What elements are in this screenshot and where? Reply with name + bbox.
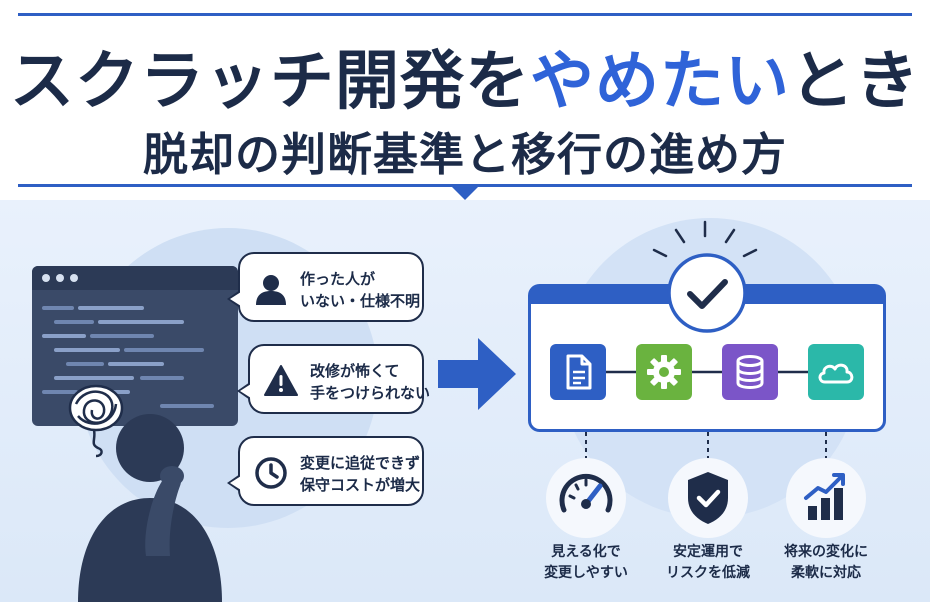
benefit-circle-3 [786, 458, 866, 538]
cloud-node [808, 344, 864, 400]
cloud-icon [818, 363, 854, 384]
benefit-3-line-2: 柔軟に対応 [791, 565, 861, 581]
benefit-caption-1: 見える化で 変更しやすい [516, 542, 656, 584]
benefit-2-line-2: リスクを低減 [666, 565, 750, 581]
bubble-tail-inner [230, 476, 241, 490]
benefit-caption-2: 安定運用で リスクを低減 [638, 542, 778, 584]
benefit-3-line-1: 将来の変化に [784, 544, 868, 560]
sub-title: 脱却の判断基準と移行の進め方 [142, 128, 787, 181]
problem-3-line-1: 変更に追従できず [300, 454, 421, 472]
gauge-icon [559, 473, 613, 513]
illustration-area: 作った人が いない・仕様不明 改修が怖くて 手をつけられない 変更に追従できず … [0, 200, 930, 602]
confused-person-illustration [68, 384, 222, 602]
benefit-2-line-1: 安定運用で [673, 544, 743, 560]
warning-icon [264, 365, 298, 396]
title-header: スクラッチ開発をやめたいとき 脱却の判断基準と移行の進め方 [0, 0, 930, 200]
bubble-tail-inner [240, 384, 251, 398]
shield-check-icon [688, 472, 728, 524]
bubble-tail-inner [230, 292, 241, 306]
problem-1-line-1: 作った人が [300, 270, 376, 288]
dashed-connectors [585, 432, 827, 462]
burst-rays [652, 220, 758, 258]
document-node [550, 344, 606, 400]
benefit-1-line-1: 見える化で [551, 544, 621, 560]
document-icon [566, 354, 592, 390]
arrow-right-icon [438, 338, 516, 410]
problem-2-line-1: 改修が怖くて [310, 362, 400, 380]
person-icon [256, 275, 286, 305]
main-title-accent: やめたい [530, 45, 790, 119]
main-title-part3: とき [790, 45, 920, 119]
check-badge-icon [667, 253, 747, 333]
header-notch [451, 186, 479, 200]
gear-icon [647, 355, 681, 389]
database-node [722, 344, 778, 400]
benefit-caption-3: 将来の変化に 柔軟に対応 [756, 542, 896, 584]
header-top-rule [18, 13, 912, 16]
clock-icon [255, 457, 287, 489]
problem-bubble-person: 作った人が いない・仕様不明 [227, 252, 424, 322]
problem-text-2: 改修が怖くて 手をつけられない [310, 360, 430, 404]
header-bottom-rule [18, 184, 912, 187]
problem-text-3: 変更に追従できず 保守コストが増大 [300, 452, 420, 496]
problem-bubble-clock: 変更に追従できず 保守コストが増大 [227, 436, 424, 506]
problem-bubble-warning: 改修が怖くて 手をつけられない [237, 344, 430, 414]
problem-1-line-2: いない・仕様不明 [300, 292, 421, 310]
benefit-circle-2 [668, 458, 748, 538]
problem-2-line-2: 手をつけられない [310, 384, 431, 402]
main-title: スクラッチ開発をやめたいとき [0, 30, 930, 122]
gear-node [636, 344, 692, 400]
code-window [32, 266, 238, 426]
benefit-1-line-2: 変更しやすい [544, 565, 628, 581]
problem-3-line-2: 保守コストが増大 [300, 476, 421, 494]
database-icon [736, 355, 764, 389]
growth-chart-icon [804, 473, 845, 520]
problem-text-1: 作った人が いない・仕様不明 [300, 268, 420, 312]
main-title-part1: スクラッチ開発を [10, 45, 530, 119]
benefit-circle-1 [546, 458, 626, 538]
